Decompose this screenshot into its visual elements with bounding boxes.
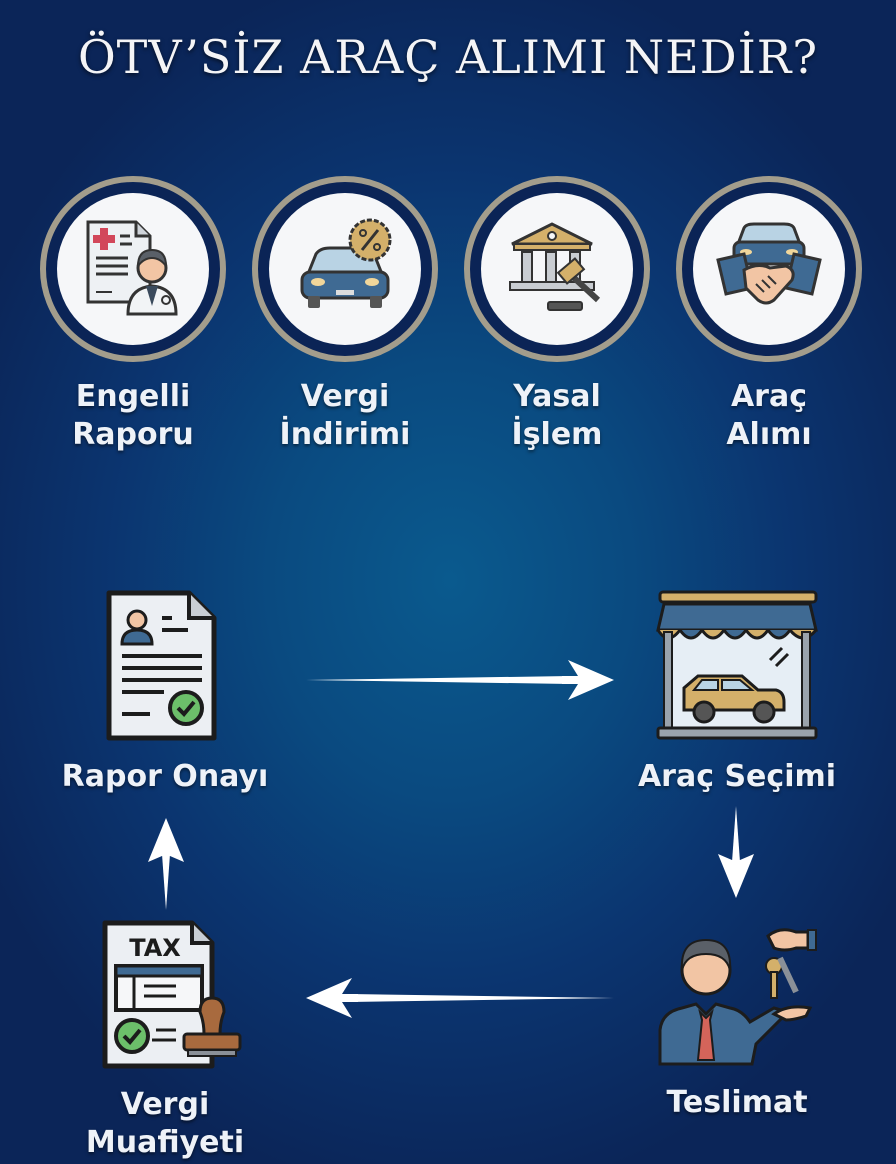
step-teslimat: Teslimat: [666, 1085, 808, 1120]
key-handover-icon: [658, 928, 817, 1066]
arrow-down: [718, 806, 754, 898]
tax-stamp-icon: TAX: [102, 920, 242, 1069]
arrow-up: [148, 818, 184, 910]
circle-engelli-raporu: [40, 176, 226, 362]
arrow-right: [306, 660, 614, 700]
circle-vergi-indirimi: [252, 176, 438, 362]
approved-document-icon: [106, 590, 217, 741]
car-discount-icon: [300, 218, 392, 308]
tax-text: TAX: [129, 934, 181, 962]
car-showroom-icon: [656, 590, 818, 740]
car-handshake-icon: [716, 222, 822, 305]
page-title: ÖTV’SİZ ARAÇ ALIMI NEDİR?: [77, 30, 819, 84]
circle-yasal-islem: [464, 176, 650, 362]
arrow-left: [306, 978, 614, 1018]
step-arac-secimi: Araç Seçimi: [637, 759, 837, 794]
circle-arac-alimi: [676, 176, 862, 362]
step-rapor-onayi: Rapor Onayı: [61, 759, 269, 794]
courthouse-gavel-icon: [509, 222, 601, 311]
medical-report-doctor-icon: [86, 220, 178, 316]
